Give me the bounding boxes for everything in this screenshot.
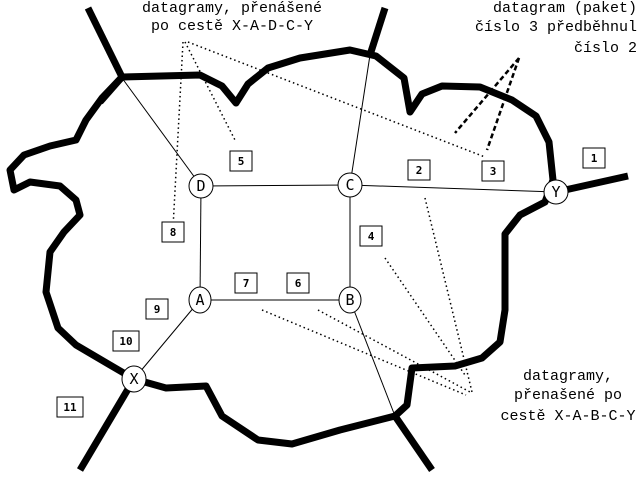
- node-label: D: [196, 177, 205, 195]
- annotation-line: datagramy,: [523, 368, 613, 385]
- packet-box-frame: [234, 272, 258, 294]
- packet-box-6: 6: [286, 272, 310, 294]
- annotation-line: cestě X-A-B-C-Y: [500, 408, 635, 425]
- packet-box-3: 3: [481, 160, 505, 182]
- packet-box-1: 1: [582, 147, 606, 169]
- annotation-top-right: datagram (paket) číslo 3 předběhnul čísl…: [475, 0, 637, 57]
- packet-number: 3: [490, 165, 497, 178]
- node-label: Y: [551, 183, 560, 201]
- annotation-line: číslo 2: [574, 40, 637, 57]
- annotation-line: po cestě X-A-D-C-Y: [151, 18, 313, 35]
- packet-number: 8: [170, 226, 177, 239]
- packet-box-frame: [161, 221, 185, 243]
- packet-box-frame: [481, 160, 505, 182]
- packet-box-7: 7: [234, 272, 258, 294]
- node-B: B: [338, 286, 362, 314]
- packet-box-frame: [112, 330, 140, 352]
- node-label: X: [129, 370, 138, 388]
- packet-number: 1: [591, 152, 598, 165]
- packet-box-10: 10: [112, 330, 140, 352]
- node-D: D: [188, 173, 214, 199]
- packet-box-frame: [229, 150, 253, 172]
- packet-box-frame: [582, 147, 606, 169]
- packet-box-5: 5: [229, 150, 253, 172]
- packet-box-frame: [56, 396, 84, 418]
- packet-box-frame: [286, 272, 310, 294]
- packet-number: 10: [119, 335, 132, 348]
- annotation-bottom-right: datagramy, přenašené po cestě X-A-B-C-Y: [500, 368, 635, 425]
- node-label: B: [345, 291, 354, 309]
- packet-number: 11: [63, 401, 77, 414]
- network-cloud-outline: [6, 46, 557, 448]
- node-A: A: [188, 286, 212, 314]
- packet-boxes: 1 2 3 4 5 6 7 8 9 10 11: [56, 147, 606, 418]
- packet-number: 9: [154, 303, 161, 316]
- annotation-top-left: datagramy, přenášené po cestě X-A-D-C-Y: [142, 0, 322, 35]
- packet-box-9: 9: [145, 298, 169, 320]
- annotation-line: přenašené po: [514, 387, 622, 404]
- node-label: C: [345, 176, 354, 194]
- packet-box-2: 2: [407, 159, 431, 181]
- dashed-pointers: [454, 57, 521, 151]
- packet-box-4: 4: [359, 225, 383, 247]
- packet-box-frame: [145, 298, 169, 320]
- packet-number: 7: [243, 277, 250, 290]
- packet-number: 4: [368, 230, 375, 243]
- node-X: X: [121, 365, 147, 393]
- packet-number: 2: [416, 164, 423, 177]
- pointer-lines: [172, 41, 486, 396]
- node-C: C: [337, 172, 363, 198]
- annotation-line: datagram (paket): [493, 0, 637, 17]
- packet-box-frame: [359, 225, 383, 247]
- packet-box-frame: [407, 159, 431, 181]
- internal-links: [121, 54, 557, 417]
- packet-box-8: 8: [161, 221, 185, 243]
- packet-box-11: 11: [56, 396, 84, 418]
- packet-number: 5: [238, 155, 245, 168]
- node-Y: Y: [543, 179, 569, 205]
- annotation-line: datagramy, přenášené: [142, 0, 322, 17]
- packet-number: 6: [295, 277, 302, 290]
- node-label: A: [195, 291, 204, 309]
- annotation-line: číslo 3 předběhnul: [475, 19, 637, 36]
